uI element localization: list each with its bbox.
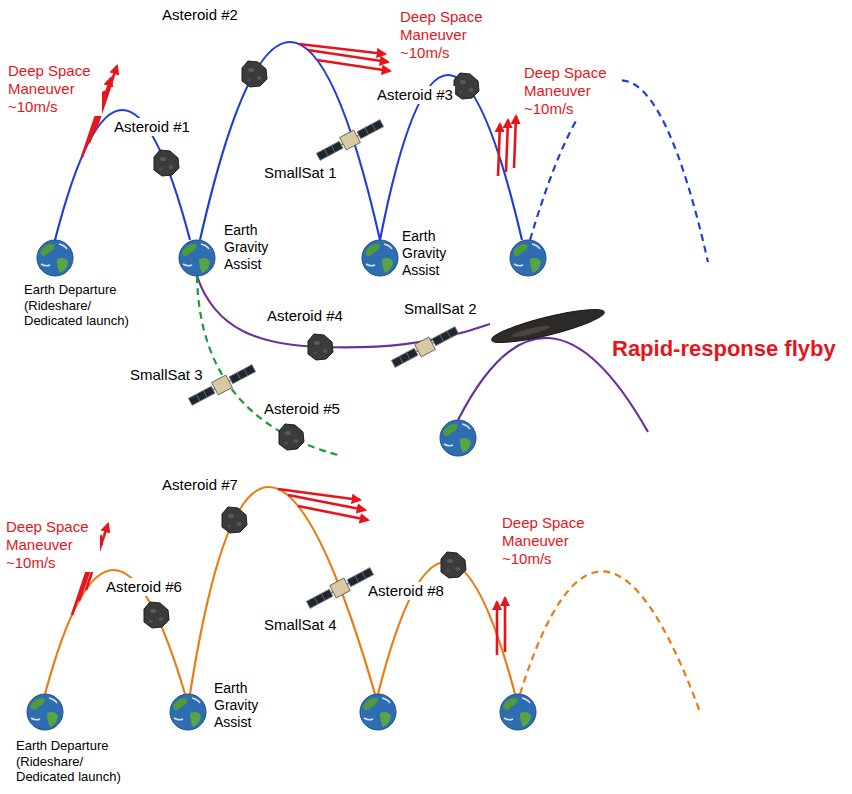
earth-icon — [510, 240, 546, 276]
maneuver-arrow — [504, 598, 507, 652]
maneuver-label: Deep Space Maneuver ~10m/s — [6, 62, 102, 116]
asteroid-icon — [154, 150, 179, 176]
earth-icon — [500, 694, 536, 730]
smallsat-label: SmallSat 4 — [262, 616, 339, 634]
earth-icon — [179, 240, 215, 276]
earth-icon — [170, 694, 206, 730]
earth-icon — [27, 694, 63, 730]
earth-icon — [37, 240, 73, 276]
asteroid-label: Asteroid #5 — [262, 400, 342, 418]
maneuver-arrow — [288, 495, 365, 510]
earth-label: Earth Gravity Assist — [212, 680, 276, 730]
smallsat-icon — [305, 565, 375, 611]
mission-label: Rapid-response flyby — [610, 336, 838, 362]
earth-label: Earth Departure (Rideshare/ Dedicated la… — [14, 738, 130, 785]
asteroid-icon — [308, 334, 333, 360]
trajectory-arc-dashed — [520, 571, 700, 712]
smallsat-icon — [390, 324, 460, 370]
maneuver-arrow — [299, 44, 385, 54]
asteroid-icon — [279, 424, 304, 450]
asteroid-label: Asteroid #1 — [112, 118, 192, 136]
earth-label: Earth Departure (Rideshare/ Dedicated la… — [22, 282, 138, 329]
maneuver-arrow — [496, 602, 499, 655]
maneuver-label: Deep Space Maneuver ~10m/s — [398, 8, 494, 62]
asteroid-icon — [222, 507, 247, 533]
maneuver-arrow — [298, 506, 368, 520]
asteroid-label: Asteroid #2 — [160, 6, 240, 24]
maneuver-arrow — [506, 120, 508, 172]
asteroid-label: Asteroid #4 — [265, 307, 345, 325]
earth-icon — [360, 694, 396, 730]
earth-icon — [440, 420, 476, 456]
smallsat-icon — [315, 117, 385, 163]
asteroid-label: Asteroid #6 — [104, 578, 184, 596]
trajectory-arc-dashed — [197, 276, 342, 456]
asteroid-icon — [454, 73, 479, 99]
maneuver-arrow — [514, 116, 516, 168]
maneuver-arrows — [72, 44, 516, 655]
earth-label: Earth Gravity Assist — [222, 222, 286, 272]
smallsat-label: SmallSat 1 — [262, 164, 339, 182]
interstellar-object-shade — [511, 324, 551, 339]
asteroid-label: Asteroid #8 — [366, 582, 446, 600]
maneuver-arrow — [317, 60, 390, 71]
asteroid-icon — [441, 552, 466, 578]
smallsat-label: SmallSat 2 — [402, 300, 479, 318]
maneuver-label: Deep Space Maneuver ~10m/s — [500, 514, 596, 568]
asteroid-icon — [242, 61, 267, 87]
trajectory-arc — [45, 570, 185, 694]
maneuver-label: Deep Space Maneuver ~10m/s — [522, 64, 618, 118]
smallsat-label: SmallSat 3 — [128, 366, 205, 384]
earth-icon — [362, 240, 398, 276]
trajectory-arc — [190, 487, 375, 694]
asteroid-icon — [144, 602, 169, 628]
interstellar-object — [490, 303, 607, 349]
maneuver-arrow — [498, 124, 500, 176]
earth-label: Earth Gravity Assist — [400, 228, 464, 278]
asteroid-label: Asteroid #3 — [375, 86, 455, 104]
maneuver-label: Deep Space Maneuver ~10m/s — [4, 518, 100, 572]
asteroid-label: Asteroid #7 — [160, 476, 240, 494]
